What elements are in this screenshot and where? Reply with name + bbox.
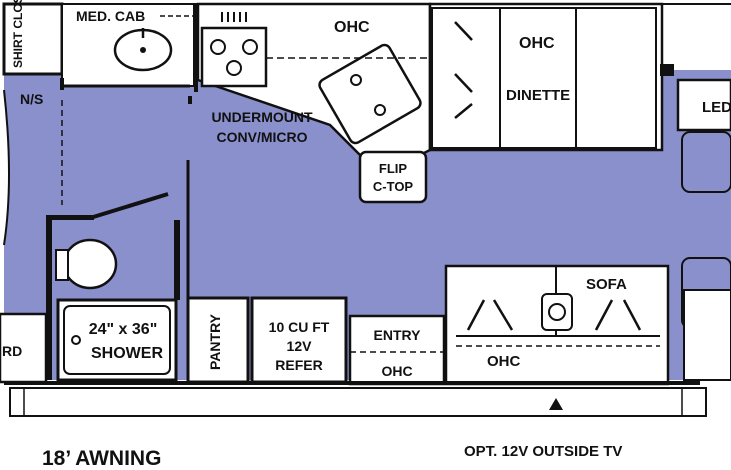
left-wall-curve (3, 89, 10, 246)
outside-tv-icon (549, 398, 563, 410)
refer-voltage-label: 12V (286, 338, 312, 354)
stove-icon (200, 26, 268, 88)
bath-drain-icon (140, 47, 146, 53)
seatbelt-icon (466, 299, 642, 331)
led-label: LED (702, 99, 731, 116)
sink-drain-icon (374, 104, 386, 116)
sofa-seat-icon (541, 293, 573, 331)
seatbelt-icon (454, 21, 473, 119)
burner-icon (210, 39, 226, 55)
pantry-cabinet (186, 296, 250, 384)
cab-seat (676, 78, 731, 132)
awning-label: 18’ AWNING (42, 447, 162, 470)
wardrobe-label: RD (2, 343, 23, 359)
refer-cabinet (250, 296, 348, 384)
med-cab-label: MED. CAB (76, 8, 146, 24)
outside-tv-label: OPT. 12V OUTSIDE TV (464, 443, 623, 460)
cab-corner (660, 64, 674, 76)
ctop-label: C-TOP (372, 179, 414, 194)
conv-micro-label: CONV/MICRO (216, 129, 308, 145)
flip-countertop (358, 150, 428, 204)
kitchen-ohc-label: OHC (334, 19, 370, 36)
sofa-ohc-label: OHC (487, 353, 521, 370)
burner-icon (226, 60, 242, 76)
dinette-table (499, 7, 577, 149)
pantry-label: PANTRY (207, 314, 223, 370)
refer-label: REFER (275, 357, 323, 373)
burner-icon (242, 39, 258, 55)
flip-label: FLIP (378, 161, 408, 176)
stove-knobs-icon (221, 12, 247, 22)
shower-pan (63, 305, 171, 375)
awning (9, 387, 707, 417)
dinette-ohc-label: OHC (519, 35, 555, 52)
cab-seat (681, 131, 731, 193)
entry-ohc-label: OHC (381, 363, 413, 379)
toilet-room-wall (46, 215, 94, 220)
toilet-door (89, 192, 169, 220)
toilet-tank-icon (55, 249, 69, 281)
entry-label: ENTRY (373, 327, 421, 343)
toilet-room-wall (174, 220, 180, 300)
sofa-label: SOFA (586, 276, 627, 293)
ns-label: N/S (20, 91, 44, 107)
shower-drain-icon (71, 335, 81, 345)
shirt-closet-label: SHIRT CLOSET (11, 0, 25, 68)
kitchen-sink-icon (318, 43, 422, 145)
dinette-label: DINETTE (506, 87, 571, 104)
dinette-seat (431, 7, 501, 149)
refer-size-label: 10 CU FT (268, 319, 330, 335)
cab-console (683, 289, 731, 381)
toilet-room-wall (46, 215, 52, 380)
sofa-seat-icon-inner (548, 303, 566, 321)
shower-label: SHOWER (91, 345, 163, 362)
dinette-seat (575, 7, 657, 149)
toilet-icon (62, 238, 118, 290)
undermount-label: UNDERMOUNT (211, 109, 313, 125)
sink-drain-icon (350, 74, 362, 86)
shower-size-label: 24" x 36" (88, 321, 158, 338)
